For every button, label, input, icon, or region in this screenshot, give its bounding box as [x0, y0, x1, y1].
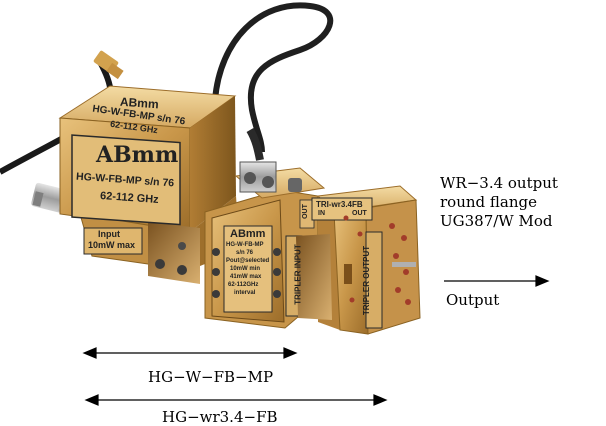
output-spec-line3: UG387/W Mod [440, 212, 553, 230]
right-block-out: OUT [352, 210, 367, 217]
middle-line7: interval [234, 290, 256, 296]
right-block-model: TRI-wr3.4FB [316, 200, 363, 209]
left-block-logo: ABmm [96, 142, 179, 168]
middle-line3: Pout@selected [226, 258, 270, 264]
middle-line6: 62-112GHz [228, 282, 259, 288]
dc-cable [212, 2, 334, 153]
short-span-label: HG−W−FB−MP [148, 368, 274, 386]
long-span-label: HG−wr3.4−FB [162, 408, 278, 426]
middle-line4: 10mW min [230, 266, 261, 272]
right-block-in: IN [318, 210, 325, 217]
middle-line1: HG-W-FB-MP [226, 242, 264, 248]
annotation-arrows [82, 275, 550, 406]
tripler-input-text: TRIPLER INPUT [293, 244, 303, 305]
middle-line5: 41mW max [230, 274, 262, 280]
waveguide-pin [392, 262, 416, 267]
middle-line2: s/n 76 [236, 250, 254, 256]
tripler-output-text: TRIPLER OUTPUT [362, 245, 372, 316]
sma-connector-top [93, 50, 124, 80]
right-label-plate [311, 197, 373, 221]
output-spec-line1: WR−3.4 output [440, 174, 558, 192]
middle-block-logo: ABmm [230, 228, 266, 240]
input-label-plate [83, 227, 143, 255]
input-label-line1: Input [98, 229, 120, 239]
dc-connectors [239, 161, 302, 193]
tripler-output-label [365, 231, 383, 329]
middle-out-tag-text: OUT [301, 204, 309, 219]
output-label: Output [446, 291, 500, 309]
input-label-line2: 10mW max [88, 240, 136, 250]
left-label-plate [71, 134, 181, 226]
middle-label-plate [223, 225, 273, 313]
output-spec-line2: round flange [440, 193, 537, 211]
